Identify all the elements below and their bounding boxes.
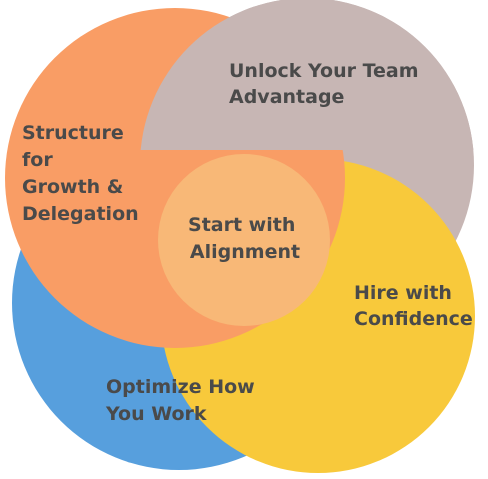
label-structure-line-4: Delegation [22,203,139,225]
label-center-line-2: Alignment [190,241,300,263]
label-center-line-1: Start with [188,214,295,236]
label-hire-line-2: Confidence [354,308,473,330]
label-structure-line-1: Structure [22,122,124,144]
label-optimize: Optimize How You Work [105,376,261,425]
label-hire: Hire with Confidence [354,282,473,330]
label-structure-line-3: Growth & [22,176,123,198]
label-structure: Structure for Growth & Delegation [22,122,139,225]
segment-team-overlap [140,0,474,150]
label-team-line-2: Advantage [229,86,344,108]
segment-center-shape [158,154,330,326]
label-optimize-line-2: You Work [105,403,207,425]
label-center: Start with Alignment [188,214,302,263]
label-structure-line-2: for [22,149,53,171]
label-team-line-1: Unlock Your Team [229,60,419,82]
label-hire-line-1: Hire with [354,282,452,304]
label-optimize-line-1: Optimize How [106,376,255,398]
label-team: Unlock Your Team Advantage [229,60,425,108]
